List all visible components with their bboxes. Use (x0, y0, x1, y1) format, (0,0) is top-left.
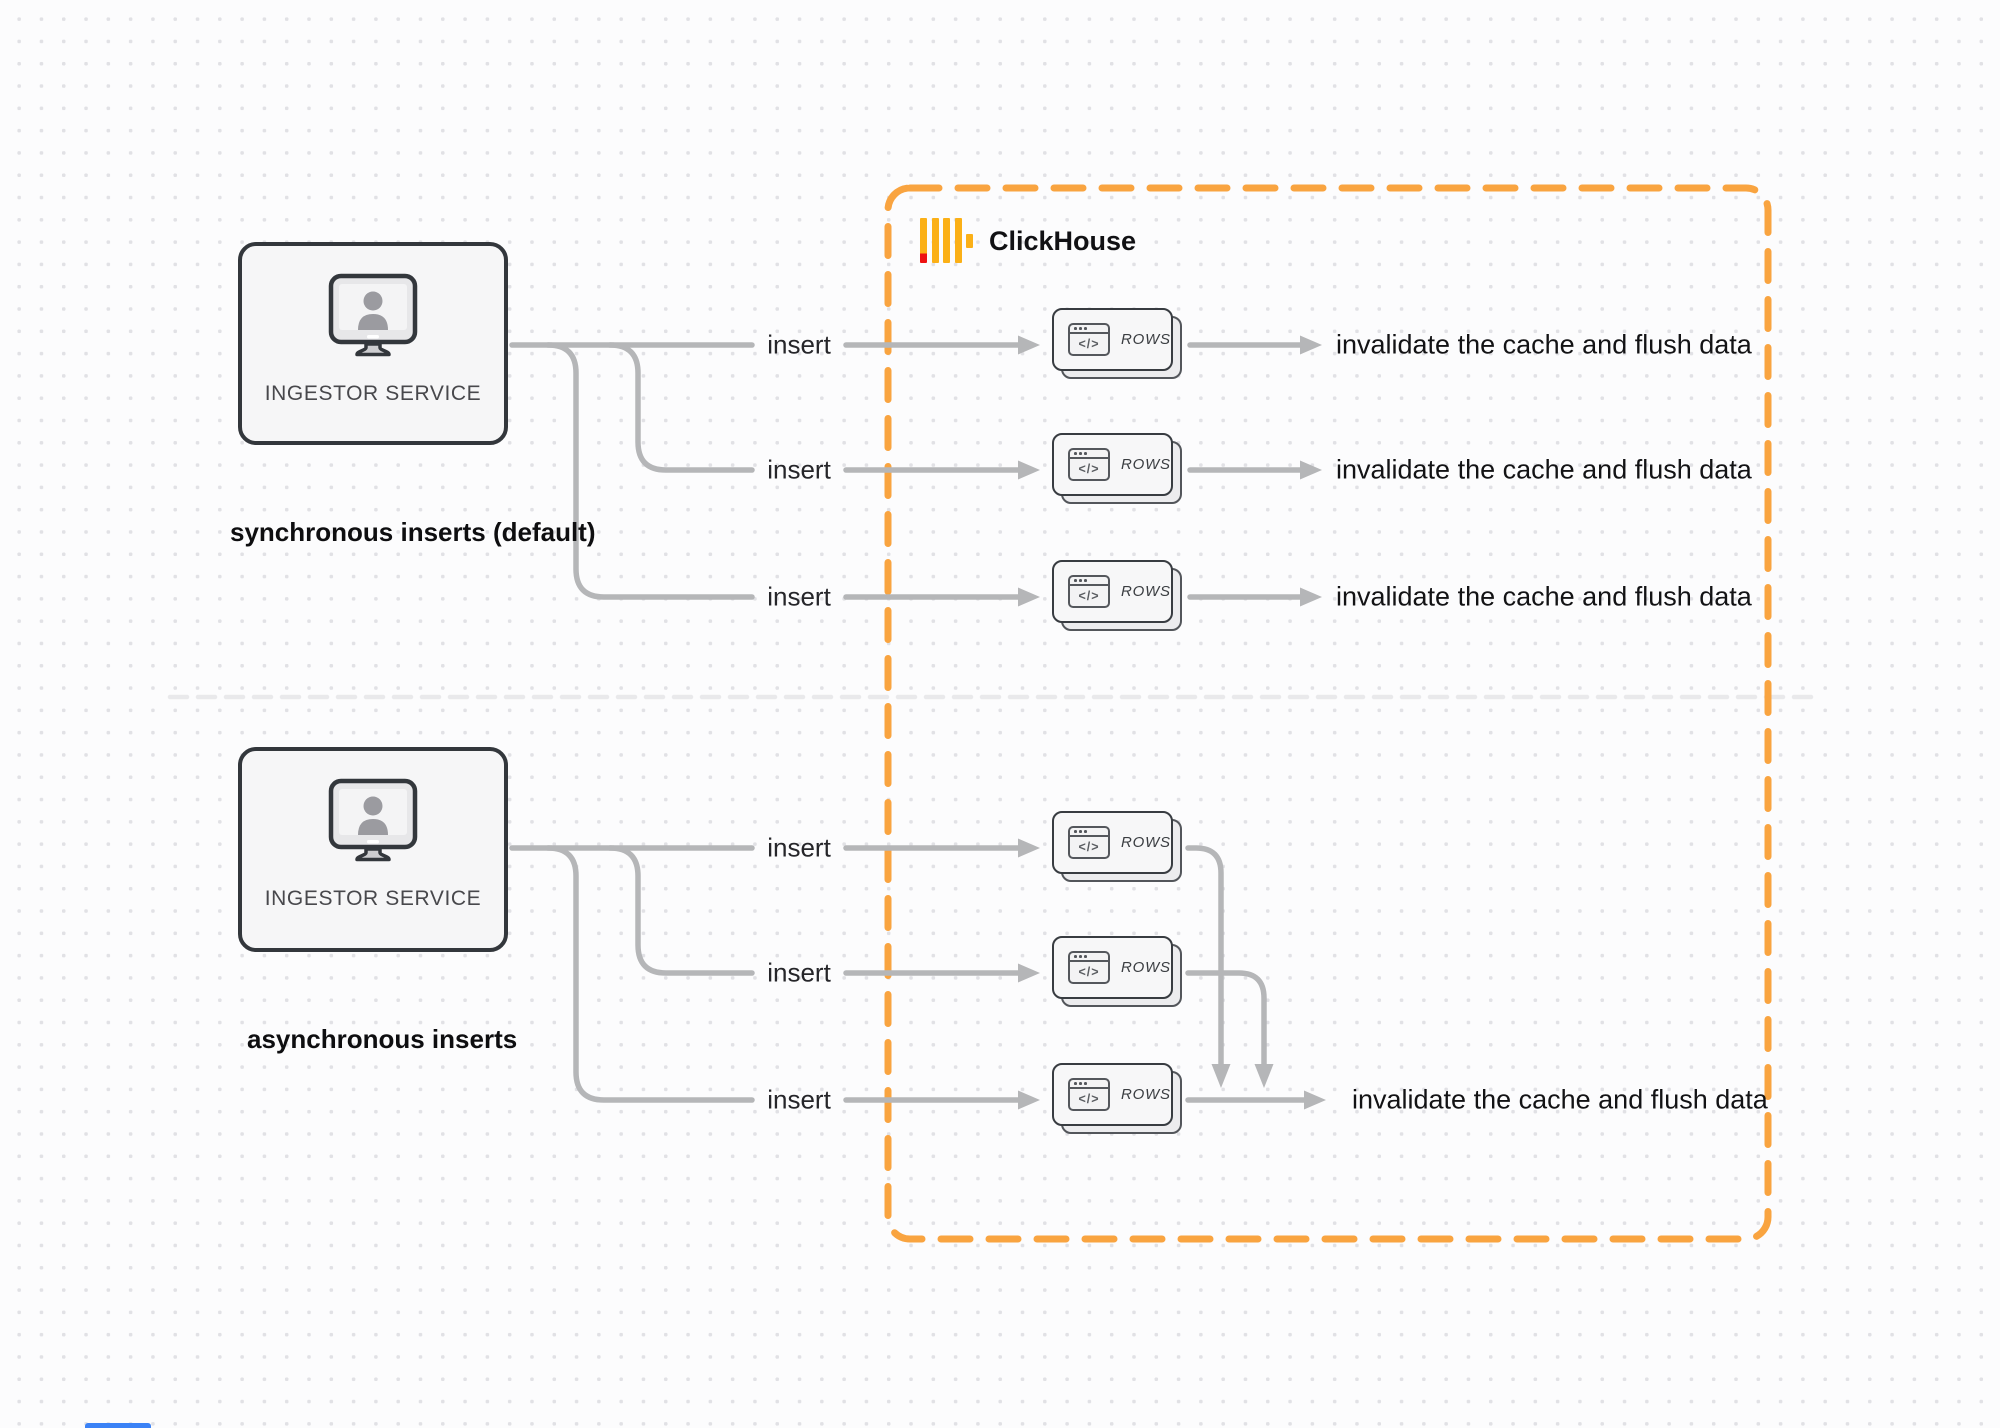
code-window-icon: </> (1068, 448, 1110, 481)
code-glyph: </> (1078, 589, 1100, 603)
monitor-user-icon (328, 778, 418, 862)
ingestor-service-label: INGESTOR SERVICE (264, 382, 482, 405)
code-window-icon: </> (1068, 575, 1110, 608)
arrowhead (1300, 460, 1322, 480)
code-glyph: </> (1078, 840, 1100, 854)
rows-node: </> ROWS (1052, 433, 1184, 506)
logo-nub (966, 233, 974, 248)
code-glyph: </> (1078, 1092, 1100, 1106)
rows-card-face: </> ROWS (1052, 560, 1173, 623)
insert-label: insert (767, 329, 831, 360)
code-glyph: </> (1078, 965, 1100, 979)
code-window-icon: </> (1068, 951, 1110, 984)
arrowhead (1018, 963, 1040, 983)
insert-label: insert (767, 832, 831, 863)
sync-branch-3 (545, 342, 755, 600)
insert-label: insert (767, 957, 831, 988)
arrowhead (1018, 587, 1040, 607)
arrowhead (1300, 587, 1322, 607)
ingestor-service-box-async: INGESTOR SERVICE (238, 747, 508, 952)
result-label: invalidate the cache and flush data (1336, 329, 1752, 360)
async-branch-2 (607, 845, 755, 976)
arrowhead (1018, 335, 1040, 355)
rows-node: </> ROWS (1052, 811, 1184, 884)
arrowhead (1018, 1090, 1040, 1110)
arrowhead (1018, 838, 1040, 858)
async-branch-3 (545, 845, 755, 1103)
async-merge-wire-1 (1185, 845, 1224, 1067)
rows-label: ROWS (1121, 834, 1171, 851)
rows-card-face: </> ROWS (1052, 936, 1173, 999)
async-caption: asynchronous inserts (247, 1024, 518, 1054)
sync-caption: synchronous inserts (default) (230, 517, 596, 547)
clickhouse-logo-icon (920, 218, 974, 263)
rows-card-face: </> ROWS (1052, 433, 1173, 496)
arrowhead-down (1211, 1064, 1231, 1088)
logo-bar (954, 218, 962, 263)
clickhouse-boundary-box (884, 184, 1772, 1243)
rows-label: ROWS (1121, 331, 1171, 348)
insert-label: insert (767, 454, 831, 485)
code-window-icon: </> (1068, 323, 1110, 356)
arrowhead (1300, 335, 1322, 355)
rows-label: ROWS (1121, 1086, 1171, 1103)
ingestor-service-label: INGESTOR SERVICE (264, 887, 482, 910)
async-merge-wire-2 (1185, 970, 1267, 1067)
rows-label: ROWS (1121, 583, 1171, 600)
rows-node: </> ROWS (1052, 1063, 1184, 1136)
insert-label: insert (767, 581, 831, 612)
code-glyph: </> (1078, 462, 1100, 476)
rows-label: ROWS (1121, 959, 1171, 976)
ingestor-service-box-sync: INGESTOR SERVICE (238, 242, 508, 445)
rows-card-face: </> ROWS (1052, 308, 1173, 371)
rows-card-face: </> ROWS (1052, 1063, 1173, 1126)
monitor-user-icon (328, 273, 418, 357)
result-label: invalidate the cache and flush data (1336, 581, 1752, 612)
arrowhead (1018, 460, 1040, 480)
result-label: invalidate the cache and flush data (1352, 1084, 1768, 1115)
rows-label: ROWS (1121, 456, 1171, 473)
clickhouse-label: ClickHouse (989, 226, 1137, 256)
logo-bar (920, 218, 927, 263)
result-label: invalidate the cache and flush data (1336, 454, 1752, 485)
sync-branch-2 (607, 342, 755, 473)
arrowhead (1304, 1090, 1326, 1110)
logo-bar (943, 218, 951, 263)
rows-card-face: </> ROWS (1052, 811, 1173, 874)
code-window-icon: </> (1068, 826, 1110, 859)
arrowhead-down (1254, 1064, 1274, 1088)
code-glyph: </> (1078, 337, 1100, 351)
rows-node: </> ROWS (1052, 936, 1184, 1009)
logo-bar (931, 218, 939, 263)
insert-label: insert (767, 1084, 831, 1115)
cutoff-blue-element[interactable] (85, 1423, 151, 1428)
rows-node: </> ROWS (1052, 560, 1184, 633)
rows-node: </> ROWS (1052, 308, 1184, 381)
code-window-icon: </> (1068, 1078, 1110, 1111)
